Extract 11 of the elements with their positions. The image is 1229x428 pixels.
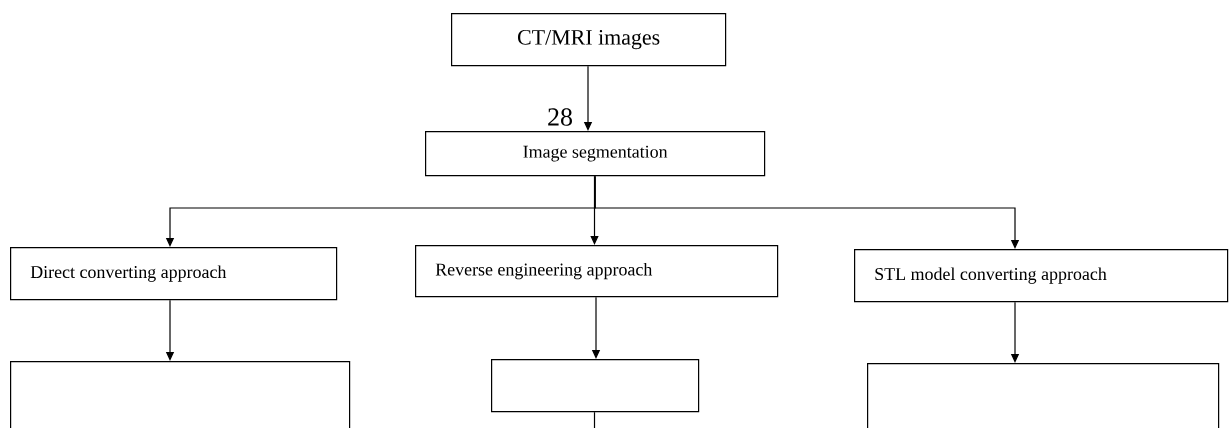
connector-line <box>593 411 596 428</box>
empty-box <box>867 363 1220 428</box>
empty-box <box>491 359 700 413</box>
process-box: CT/MRI images <box>451 13 727 67</box>
arrow <box>594 175 1020 249</box>
process-box: Image segmentation <box>425 131 766 177</box>
process-box: Direct converting approach <box>10 247 338 301</box>
empty-box <box>10 361 351 428</box>
page-number: 28 <box>548 108 572 126</box>
process-box: Reverse engineering approach <box>415 245 779 298</box>
process-box: STL model converting approach <box>854 249 1229 303</box>
